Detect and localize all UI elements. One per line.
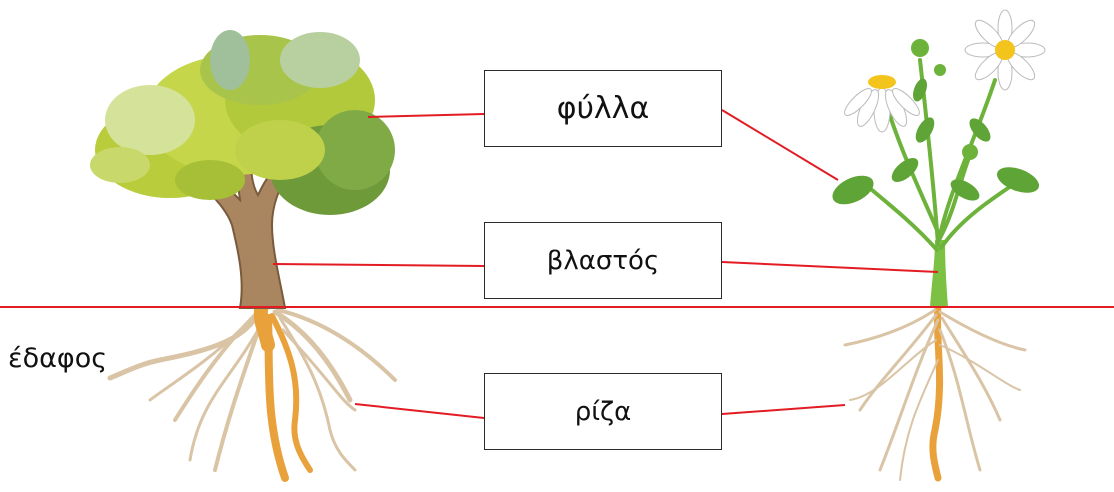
leader-line-leaves-plant [721, 109, 839, 181]
flower-plant-illustration [832, 9, 1046, 482]
flower-bud [911, 39, 929, 57]
leader-line-root-plant [721, 404, 846, 415]
leader-line-stem-tree [272, 263, 485, 267]
tree-roots [107, 298, 397, 482]
daisy-flower [964, 9, 1046, 91]
label-root: ρίζα [574, 396, 632, 427]
daisy-flower [844, 75, 920, 133]
label-box-stem: βλαστός [484, 222, 722, 299]
flower-bud [934, 64, 946, 76]
label-soil: έδαφος [8, 343, 108, 374]
leader-line-stem-plant [721, 261, 939, 273]
plant-stem [930, 240, 948, 307]
tree-illustration [90, 30, 397, 482]
plant-leaves [832, 78, 1040, 205]
label-box-root: ρίζα [484, 373, 722, 450]
label-leaves: φύλλα [556, 91, 650, 126]
label-box-leaves: φύλλα [484, 70, 722, 147]
plant-roots [843, 301, 1027, 482]
flower-bud [962, 144, 978, 160]
label-stem: βλαστός [546, 245, 660, 276]
leader-line-leaves-tree [367, 113, 485, 118]
tree-foliage [90, 30, 395, 215]
leader-lines [272, 109, 939, 419]
leader-line-root-tree [354, 403, 485, 419]
